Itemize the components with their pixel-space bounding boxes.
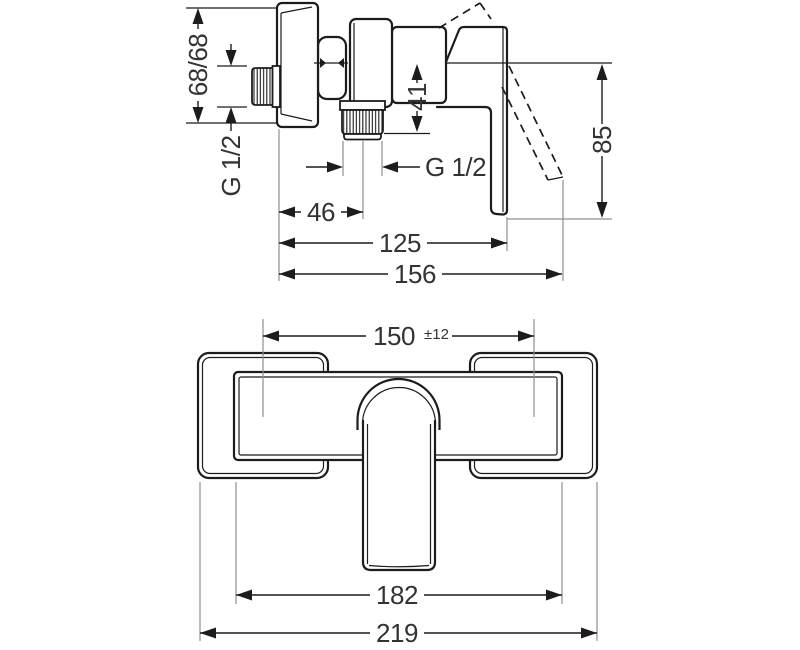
handle-open-back-edge bbox=[501, 86, 549, 181]
handle-open-dashed bbox=[438, 2, 564, 181]
dim-219: 219 bbox=[200, 618, 597, 648]
dim-219-label: 219 bbox=[376, 618, 418, 648]
outlet-collar bbox=[339, 100, 386, 111]
outlet-knurl bbox=[341, 109, 384, 135]
dim-68-68: 68/68 bbox=[183, 8, 213, 123]
inlet-knurl bbox=[251, 67, 275, 106]
dim-125: 125 bbox=[279, 228, 507, 258]
handle-grip bbox=[361, 420, 437, 572]
dim-outlet-thread-label: G 1/2 bbox=[425, 152, 486, 182]
dim-150: 150 ±12 bbox=[263, 321, 534, 351]
dim-182: 182 bbox=[236, 580, 562, 610]
dim-150-label: 150 bbox=[373, 321, 415, 351]
dim-outlet-thread: G 1/2 bbox=[306, 152, 487, 182]
valve-cylinder bbox=[348, 17, 394, 109]
dim-156-label: 156 bbox=[394, 259, 436, 289]
dim-46-label: 46 bbox=[307, 197, 335, 227]
side-view-extension-lines bbox=[278, 129, 612, 281]
dim-85-label: 85 bbox=[587, 126, 617, 154]
handle-arch-inner bbox=[361, 386, 437, 425]
handle-open-front-edge bbox=[508, 65, 564, 178]
handle-open-end-cap bbox=[547, 176, 564, 181]
dim-68-68-label: 68/68 bbox=[183, 34, 213, 97]
dim-inlet-thread-label: G 1/2 bbox=[216, 135, 246, 196]
front-view: 150 ±12 182 219 bbox=[196, 319, 599, 648]
handle-open-tip-edge bbox=[479, 2, 492, 20]
handle-grip-inner-lines bbox=[366, 424, 432, 568]
inlet-collar bbox=[271, 65, 281, 108]
handle-closed bbox=[435, 25, 509, 216]
fixture-side bbox=[251, 1, 509, 216]
dim-156: 156 bbox=[279, 259, 562, 289]
dim-85: 85 bbox=[587, 64, 617, 218]
escutcheon-plate-side bbox=[275, 1, 320, 129]
dim-182-label: 182 bbox=[376, 580, 418, 610]
plate-bevel-lines bbox=[280, 6, 313, 122]
handle-front bbox=[356, 377, 441, 572]
dim-125-label: 125 bbox=[379, 228, 421, 258]
handle-open-top-edge bbox=[438, 2, 481, 29]
dim-41: 41 bbox=[384, 64, 432, 135]
dim-150-tolerance-label: ±12 bbox=[424, 326, 449, 343]
union-nut bbox=[316, 35, 348, 101]
outlet-end-band bbox=[343, 133, 382, 141]
side-view: 68/68 G 1/2 41 85 46 bbox=[183, 1, 617, 289]
dim-41-label: 41 bbox=[402, 83, 432, 111]
dim-46: 46 bbox=[279, 197, 363, 227]
dim-inlet-thread: G 1/2 bbox=[216, 44, 246, 197]
handle-arch-outer bbox=[356, 377, 441, 430]
